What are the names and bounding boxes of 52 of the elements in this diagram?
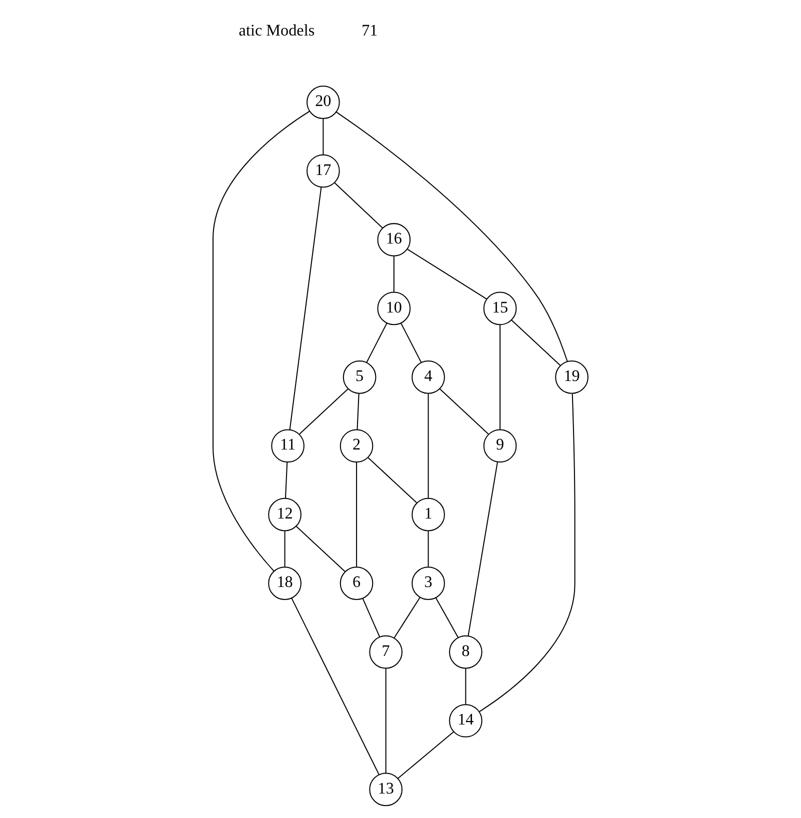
node-circle: 5 [342,360,376,394]
connector [334,182,383,228]
connector [299,388,348,434]
node-circle: 20 [306,85,340,118]
connector [356,393,360,430]
label: atic Models [238,22,315,39]
node-circle: 6 [340,566,374,600]
connector [394,596,420,638]
connector [400,322,422,362]
connector [284,530,286,566]
connector [212,110,310,571]
node-circle: 3 [412,566,445,600]
connector [289,186,322,430]
node-circle: 8 [449,634,482,668]
node-circle: 16 [377,222,411,256]
connector [385,668,386,773]
node-circle: 1 [412,497,445,531]
connector [398,731,454,778]
connector [366,322,388,362]
connector [479,393,576,712]
node-circle: 18 [268,566,302,600]
node-circle: 9 [483,428,517,462]
connector [368,456,417,503]
node-circle: 2 [340,428,374,462]
connector [511,319,560,366]
node-circle: 17 [306,154,340,188]
connector [393,256,394,292]
connector [428,530,429,566]
connector [291,597,380,774]
node-circle: 12 [268,497,302,531]
node-circle: 13 [369,772,403,806]
connector [439,388,489,434]
connector [322,118,324,154]
node-circle: 4 [412,360,445,394]
connector [500,324,501,429]
node-circle: 11 [271,428,304,462]
connector [428,392,429,498]
node-circle: 14 [449,704,482,737]
connector [362,598,380,637]
connector [407,248,487,299]
connector [284,462,288,498]
node-circle: 19 [555,360,588,394]
connector [336,111,568,362]
label: 71 [362,22,378,39]
connector [296,525,346,572]
connector [435,597,459,638]
connector [356,462,358,566]
connector [468,461,498,636]
node-circle: 10 [377,291,411,325]
node-circle: 7 [369,634,403,668]
connector [465,668,466,704]
node-circle: 15 [483,291,517,325]
